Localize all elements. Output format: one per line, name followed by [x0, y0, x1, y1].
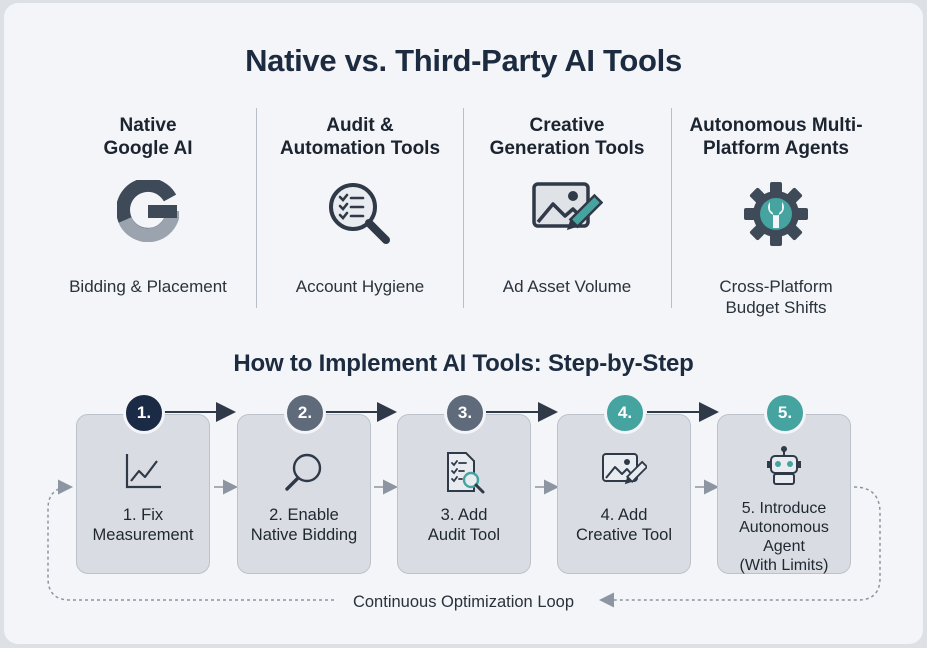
- infographic-card: Native vs. Third-Party AI Tools Native G…: [4, 3, 923, 644]
- category-autonomous-agents: Autonomous Multi- Platform Agents: [676, 108, 876, 317]
- footer-line: Bidding & Placement: [69, 277, 227, 296]
- category-native-google-ai: Native Google AI Bidding & Placement: [48, 108, 248, 308]
- document-search-icon: [442, 451, 486, 500]
- robot-icon: [763, 445, 805, 492]
- heading-line: Autonomous Multi-: [689, 115, 863, 136]
- category-footer: Account Hygiene: [260, 276, 460, 297]
- step-label-line: 3. Add: [440, 506, 488, 524]
- step-label: 2. Enable Native Bidding: [242, 505, 366, 545]
- step-box-4: 4. Add Creative Tool: [557, 414, 691, 574]
- step-label-line: 2. Enable: [269, 506, 339, 524]
- step-label-line: Agent: [763, 538, 805, 555]
- gear-wrench-icon: [742, 180, 810, 253]
- step-box-3: 3. Add Audit Tool: [397, 414, 531, 574]
- step-box-5: 5. Introduce Autonomous Agent (With Limi…: [717, 414, 851, 574]
- category-heading: Native Google AI: [48, 114, 248, 164]
- heading-line: Google AI: [103, 138, 193, 159]
- step-label: 4. Add Creative Tool: [562, 505, 686, 545]
- step-label-line: 1. Fix: [122, 506, 164, 524]
- step-badge-2: 2.: [284, 392, 326, 434]
- category-audit-automation: Audit & Automation Tools Account Hygiene: [260, 108, 460, 308]
- step-badge-4: 4.: [604, 392, 646, 434]
- step-label-line: Measurement: [92, 526, 194, 544]
- footer-line: Ad Asset Volume: [502, 277, 632, 296]
- step-badge-3: 3.: [444, 392, 486, 434]
- page-title: Native vs. Third-Party AI Tools: [245, 43, 682, 78]
- step-label: 5. Introduce Autonomous Agent (With Limi…: [722, 499, 846, 575]
- heading-line: Generation Tools: [489, 138, 645, 159]
- category-heading: Audit & Automation Tools: [260, 114, 460, 164]
- step-label-line: Native Bidding: [250, 526, 358, 544]
- heading-line: Platform Agents: [702, 138, 850, 159]
- image-pencil-icon: [531, 180, 604, 251]
- step-badge-5: 5.: [764, 392, 806, 434]
- heading-line: Automation Tools: [279, 138, 441, 159]
- column-divider: [463, 108, 464, 308]
- category-creative-generation: Creative Generation Tools Ad Asset Volum…: [467, 108, 667, 308]
- step-label: 3. Add Audit Tool: [402, 505, 526, 545]
- footer-line: Budget Shifts: [725, 298, 827, 317]
- loop-label: Continuous Optimization Loop: [4, 593, 923, 612]
- flow-connectors: [47, 402, 881, 608]
- step-label-line: 4. Add: [600, 506, 648, 524]
- step-box-2: 2. Enable Native Bidding: [237, 414, 371, 574]
- category-footer: Bidding & Placement: [48, 276, 248, 297]
- magnifier-icon: [283, 451, 325, 498]
- step-label-line: Creative Tool: [576, 526, 672, 544]
- loop-label-text: Continuous Optimization Loop: [342, 593, 585, 611]
- category-footer: Cross-Platform Budget Shifts: [676, 276, 876, 318]
- loop-path-left: [47, 479, 334, 601]
- line-chart-icon: [123, 451, 163, 496]
- category-heading: Creative Generation Tools: [467, 114, 667, 164]
- google-g-icon: [116, 177, 180, 247]
- heading-line: Audit &: [326, 115, 394, 136]
- column-divider: [671, 108, 672, 308]
- step-label-line: Autonomous: [739, 519, 829, 536]
- step-label: 1. Fix Measurement: [81, 505, 205, 545]
- heading-line: Native: [119, 115, 177, 136]
- magnifier-checklist-icon: [326, 180, 394, 253]
- step-label-line: (With Limits): [739, 557, 829, 574]
- step-badge-1: 1.: [123, 392, 165, 434]
- category-heading: Autonomous Multi- Platform Agents: [676, 114, 876, 164]
- steps-title: How to Implement AI Tools: Step-by-Step: [233, 350, 694, 377]
- step-box-1: 1. Fix Measurement: [76, 414, 210, 574]
- image-pencil-icon: [601, 451, 649, 498]
- step-label-line: 5. Introduce: [741, 500, 827, 517]
- footer-line: Cross-Platform: [719, 277, 833, 296]
- column-divider: [256, 108, 257, 308]
- step-label-line: Audit Tool: [427, 526, 501, 544]
- footer-line: Account Hygiene: [295, 277, 425, 296]
- heading-line: Creative: [529, 115, 605, 136]
- category-footer: Ad Asset Volume: [467, 276, 667, 297]
- loop-path-right: [599, 486, 881, 608]
